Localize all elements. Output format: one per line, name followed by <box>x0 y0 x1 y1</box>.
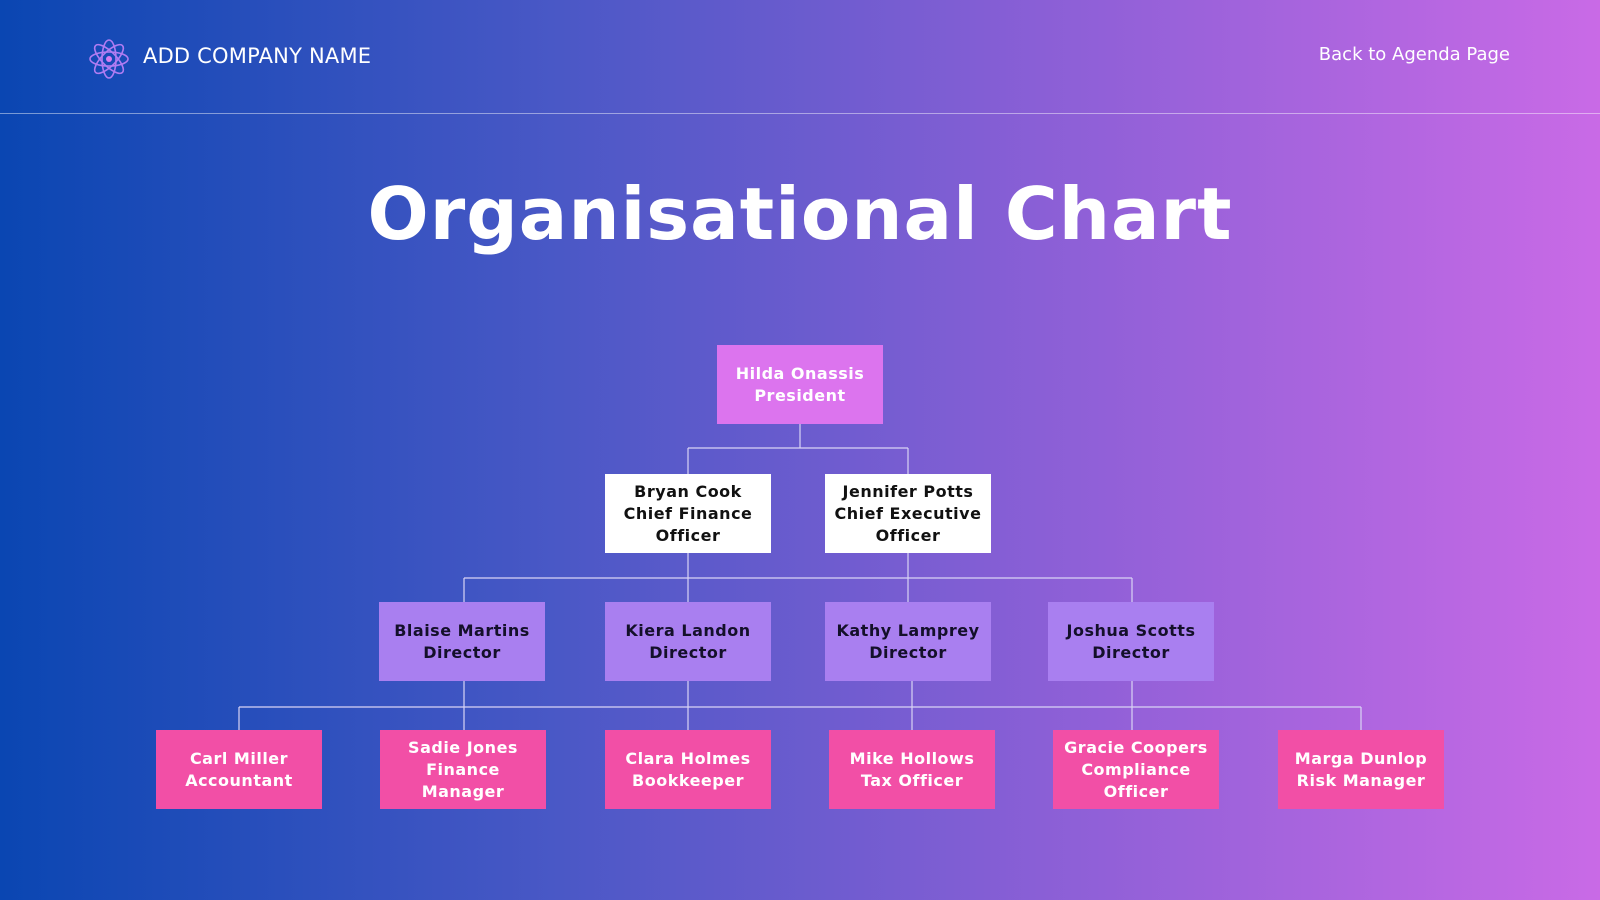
org-node-director: Joshua Scotts Director <box>1048 602 1214 681</box>
node-role: Chief Executive <box>834 503 982 523</box>
node-role: Officer <box>875 525 941 545</box>
node-role: Risk Manager <box>1296 770 1426 790</box>
node-role: Director <box>869 642 947 662</box>
node-role: Tax Officer <box>860 770 964 790</box>
org-node-staff: Clara Holmes Bookkeeper <box>605 730 771 809</box>
company-name: ADD COMPANY NAME <box>143 44 372 68</box>
node-role: Bookkeeper <box>632 770 744 790</box>
node-name: Mike Hollows <box>849 748 975 768</box>
org-node-staff: Gracie Coopers Compliance Officer <box>1053 730 1219 809</box>
org-node-director: Kiera Landon Director <box>605 602 771 681</box>
node-name: Marga Dunlop <box>1294 748 1428 768</box>
node-name: Blaise Martins <box>394 620 530 640</box>
org-node-staff: Mike Hollows Tax Officer <box>829 730 995 809</box>
node-name: Kathy Lamprey <box>836 620 980 640</box>
org-node-ceo: Jennifer Potts Chief Executive Officer <box>825 474 991 553</box>
node-role: Officer <box>655 525 721 545</box>
org-node-cfo: Bryan Cook Chief Finance Officer <box>605 474 771 553</box>
node-role: Director <box>423 642 501 662</box>
node-name: Jennifer Potts <box>842 481 974 501</box>
node-name: Hilda Onassis <box>735 363 865 383</box>
node-name: Joshua Scotts <box>1066 620 1196 640</box>
node-name: Carl Miller <box>189 748 289 768</box>
node-role: Finance Manager <box>421 759 505 801</box>
node-name: Clara Holmes <box>625 748 751 768</box>
org-node-director: Blaise Martins Director <box>379 602 545 681</box>
node-role: Director <box>1092 642 1170 662</box>
node-name: Sadie Jones <box>408 737 518 757</box>
org-node-staff: Carl Miller Accountant <box>156 730 322 809</box>
atom-icon <box>89 39 129 79</box>
page-title: Organisational Chart <box>367 172 1233 256</box>
back-to-agenda-link[interactable]: Back to Agenda Page <box>1318 44 1510 65</box>
node-role: Chief Finance <box>623 503 753 523</box>
node-role: Director <box>649 642 727 662</box>
node-name: Bryan Cook <box>634 481 742 501</box>
org-node-president: Hilda Onassis President <box>717 345 883 424</box>
node-role: Accountant <box>185 770 293 790</box>
org-node-director: Kathy Lamprey Director <box>825 602 991 681</box>
node-role: Compliance <box>1081 759 1191 779</box>
node-name: Gracie Coopers <box>1064 737 1208 757</box>
node-role: Officer <box>1103 781 1169 801</box>
org-node-staff: Marga Dunlop Risk Manager <box>1278 730 1444 809</box>
header-bar: ADD COMPANY NAME Back to Agenda Page <box>0 0 1600 114</box>
node-name: Kiera Landon <box>625 620 751 640</box>
org-node-staff: Sadie Jones Finance Manager <box>380 730 546 809</box>
node-role: President <box>754 385 846 405</box>
